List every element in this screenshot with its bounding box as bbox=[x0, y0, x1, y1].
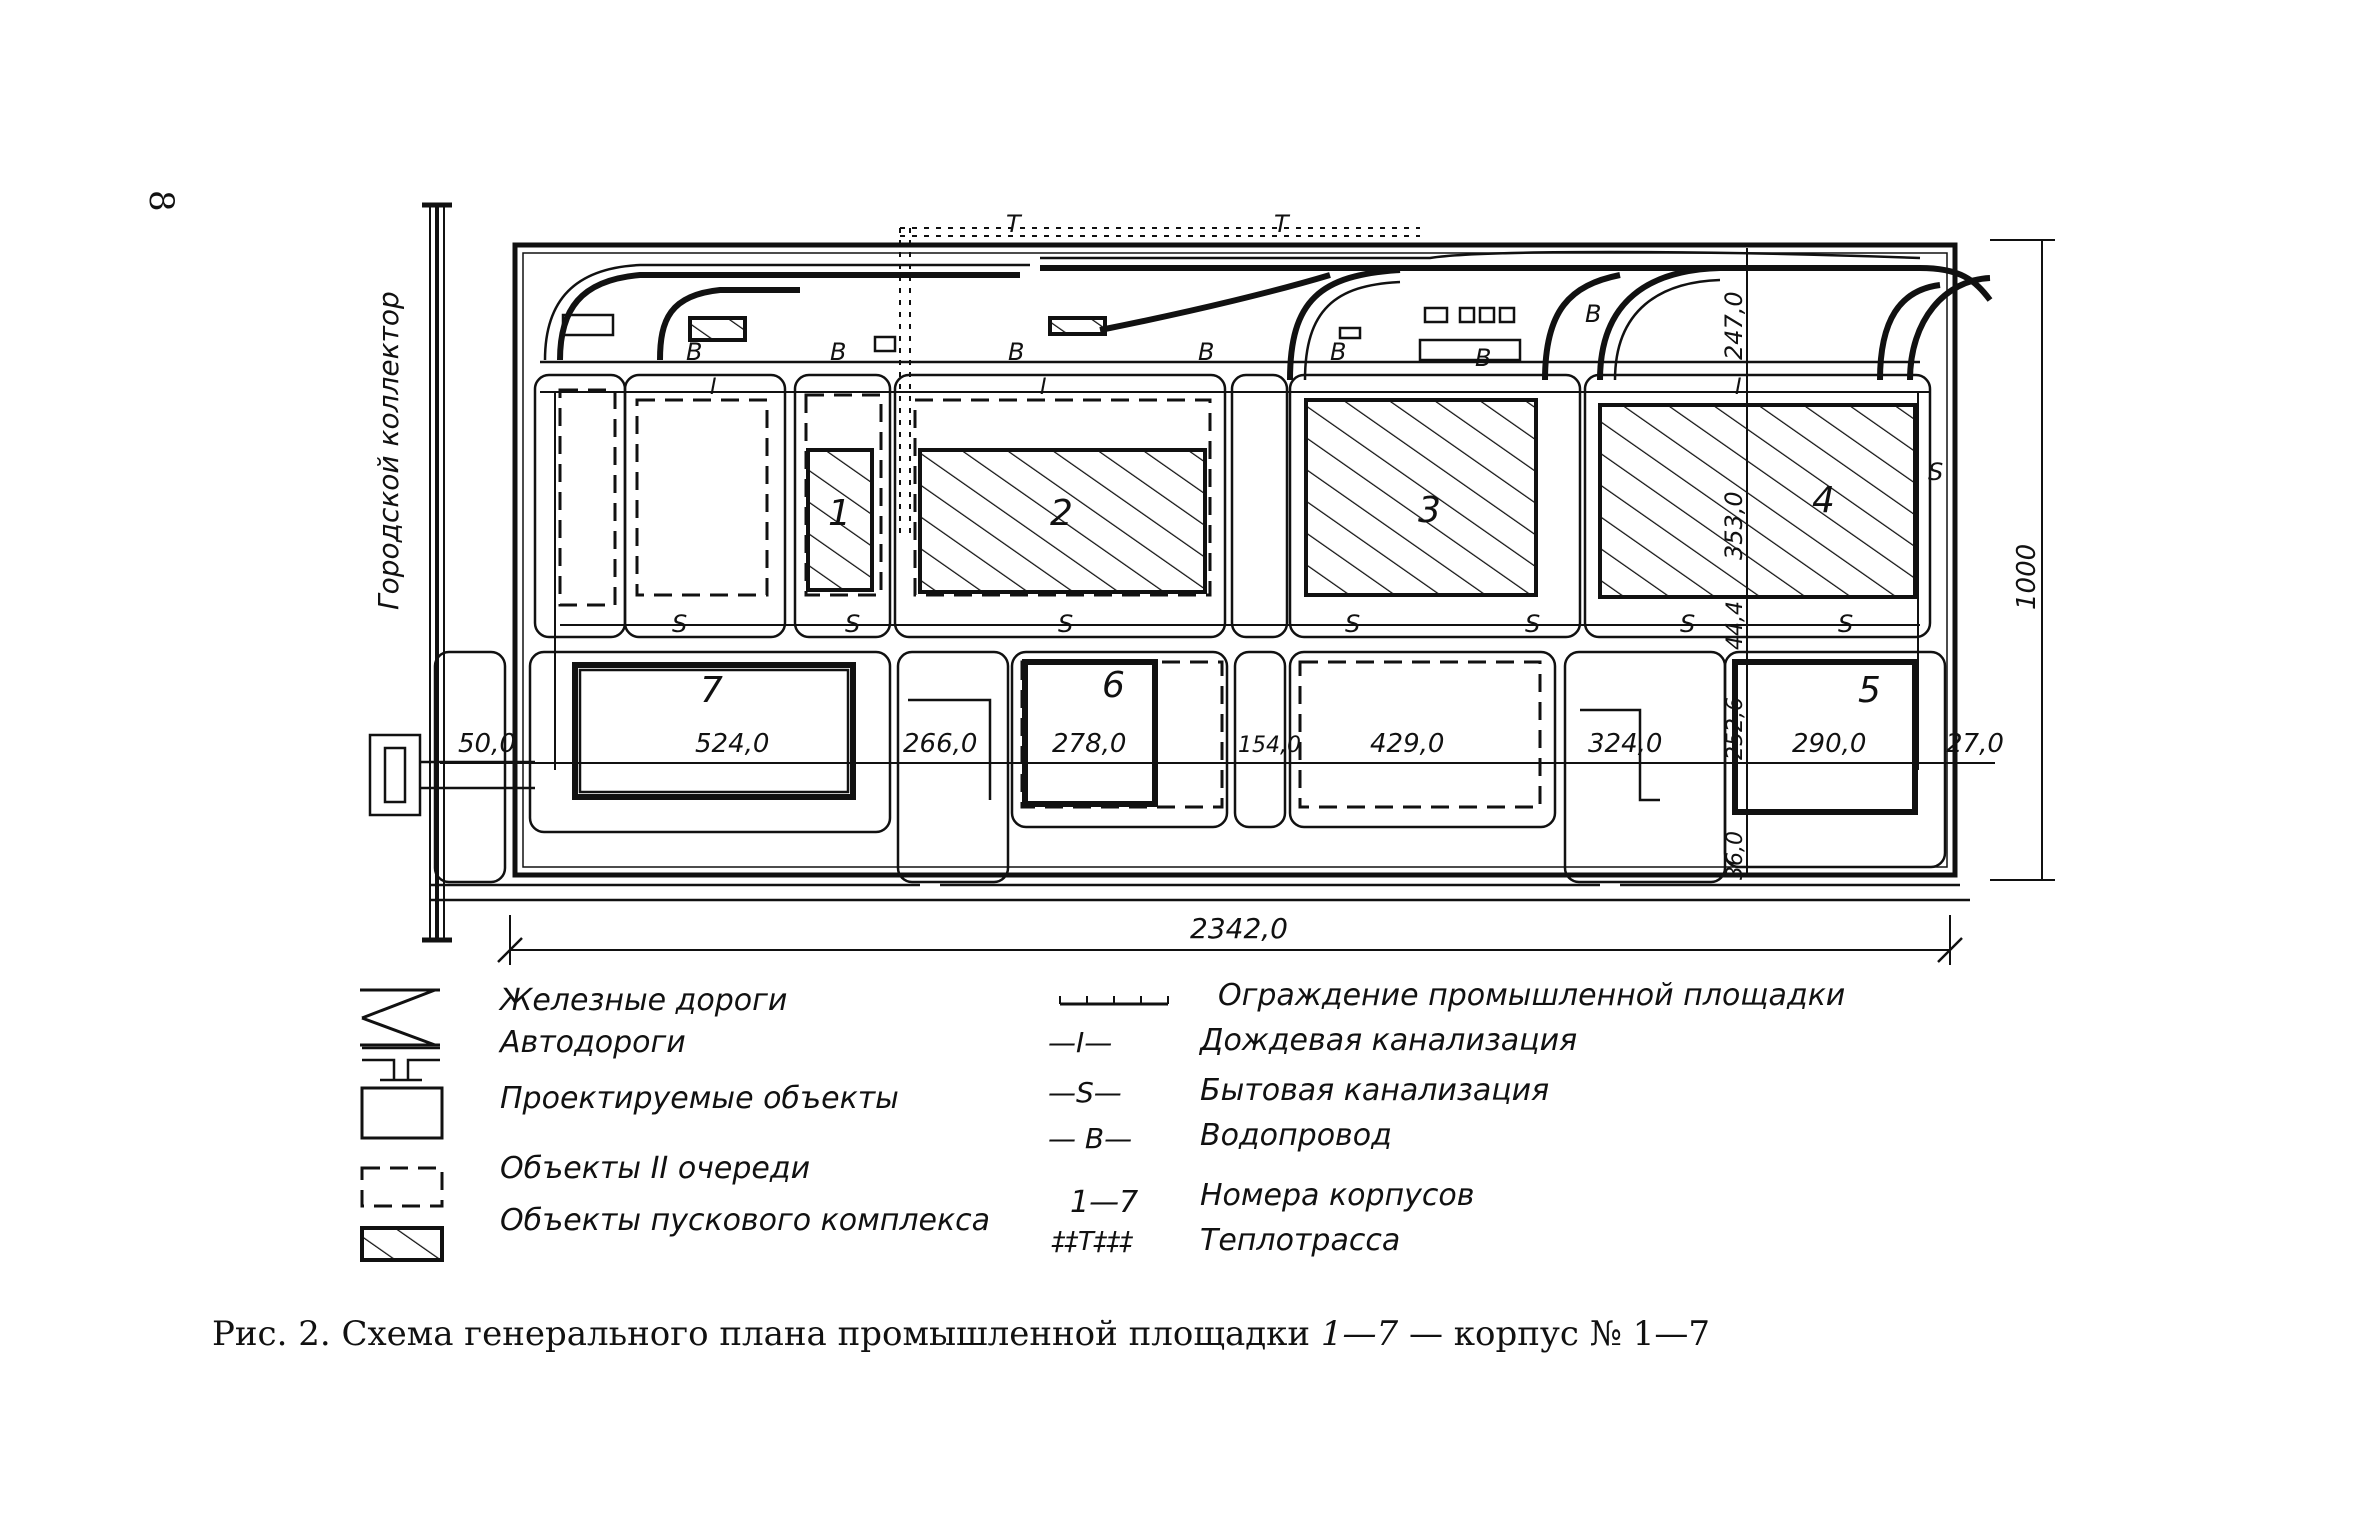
water-label-3: В bbox=[1008, 338, 1024, 366]
upper-block-roads bbox=[533, 373, 1932, 639]
heat-label-2: T bbox=[1274, 210, 1291, 238]
roads-symbol bbox=[362, 1046, 440, 1082]
stage2-symbol bbox=[360, 1166, 444, 1208]
fence-symbol bbox=[1059, 996, 1169, 1006]
site-fence bbox=[512, 242, 1958, 878]
legend-left-symbols bbox=[360, 988, 444, 1262]
startup-symbol bbox=[360, 1226, 444, 1262]
service-structures bbox=[561, 306, 1522, 362]
building-3-shape bbox=[1304, 398, 1538, 597]
dim-upper-row: 353,0 bbox=[1720, 491, 1748, 560]
dim-bottom-strip: 36,0 bbox=[1723, 831, 1748, 880]
storm-label-3: I bbox=[1735, 375, 1742, 400]
legend-railways-label: Железные дороги bbox=[498, 983, 787, 1018]
dim-total-height: 1000 bbox=[2012, 544, 2042, 610]
city-collector bbox=[422, 202, 452, 943]
dim-left-margin: 50,0 bbox=[458, 729, 516, 759]
building-4-number: 4 bbox=[1812, 480, 1835, 521]
vertical-dimension-total: 1000 bbox=[1990, 239, 2055, 881]
dim-lower-row: 252,6 bbox=[1723, 697, 1748, 760]
storm-label-1: I bbox=[710, 375, 717, 400]
sewer-label-7: S bbox=[1838, 610, 1853, 638]
dim-segment-4: 154,0 bbox=[1238, 733, 1301, 758]
page-number: 8 bbox=[141, 190, 181, 212]
water-label-6: В bbox=[1475, 344, 1491, 372]
sewer-label-5: S bbox=[1525, 610, 1540, 638]
building-1-number: 1 bbox=[828, 493, 851, 534]
vertical-dimension-inner: 247,0 353,0 44,4 252,6 36,0 bbox=[1720, 248, 1748, 880]
sewer-label-1: S bbox=[672, 610, 687, 638]
horizontal-dimension-total: 2342,0 bbox=[497, 912, 1963, 965]
legend-storm-label: Дождевая канализация bbox=[1198, 1023, 1577, 1058]
domestic-sewer: S S S S S S S S bbox=[560, 458, 1943, 638]
designed-symbol bbox=[360, 1086, 444, 1140]
sewer-label-2: S bbox=[845, 610, 860, 638]
water-label-1: В bbox=[686, 338, 702, 366]
water-label-5: В bbox=[1330, 338, 1346, 366]
dim-segment-2: 266,0 bbox=[903, 729, 977, 759]
heat-legend-symbol: ‡‡T‡‡‡ bbox=[1051, 1227, 1134, 1257]
outer-road bbox=[430, 883, 1970, 902]
legend-roads-label: Автодороги bbox=[498, 1025, 686, 1060]
dim-top-strip: 247,0 bbox=[1720, 291, 1748, 360]
legend-right-labels: Ограждение промышленной площадки Дождева… bbox=[1198, 978, 1845, 1258]
building-3-number: 3 bbox=[1418, 490, 1441, 531]
heat-pipeline: T T bbox=[899, 210, 1420, 540]
figure-caption: Рис. 2. Схема генерального плана промышл… bbox=[212, 1314, 1710, 1354]
storm-legend-symbol: —I— bbox=[1048, 1026, 1112, 1059]
legend-stage2-label: Объекты II очереди bbox=[500, 1151, 810, 1186]
caption-range: 1—7 bbox=[1321, 1314, 1399, 1354]
railways-symbol bbox=[360, 988, 440, 1047]
water-legend-symbol: — В— bbox=[1048, 1122, 1132, 1155]
building-7-shape bbox=[572, 662, 856, 800]
legend-fence-label: Ограждение промышленной площадки bbox=[1218, 978, 1845, 1013]
dim-segment-3: 278,0 bbox=[1052, 729, 1126, 759]
sewer-legend-symbol: —S— bbox=[1048, 1076, 1122, 1109]
numbers-legend-symbol: 1—7 bbox=[1070, 1185, 1138, 1220]
building-2-shape bbox=[918, 448, 1207, 594]
building-6-shape bbox=[1022, 659, 1158, 807]
dim-segment-7: 290,0 bbox=[1792, 729, 1866, 759]
railway-lines bbox=[543, 250, 1993, 381]
legend-sewer-label: Бытовая канализация bbox=[1200, 1073, 1549, 1108]
storm-label-2: I bbox=[1040, 375, 1047, 400]
dim-segment-6: 324,0 bbox=[1588, 729, 1662, 759]
building-7-number: 7 bbox=[700, 670, 723, 711]
dim-gap-row: 44,4 bbox=[1723, 601, 1748, 650]
sewer-label-8: S bbox=[1928, 458, 1943, 486]
lower-buildings bbox=[572, 659, 1918, 815]
water-main: В В В В В В В bbox=[540, 300, 1920, 372]
legend-heat-label: Теплотрасса bbox=[1200, 1223, 1400, 1258]
collector-label: Городской коллектор bbox=[372, 291, 405, 610]
building-5-number: 5 bbox=[1858, 670, 1881, 711]
upper-buildings bbox=[558, 388, 1917, 607]
sewer-label-4: S bbox=[1345, 610, 1360, 638]
caption-suffix: — корпус № 1—7 bbox=[1398, 1314, 1710, 1354]
caption-prefix: Рис. 2. Схема генерального плана промышл… bbox=[212, 1314, 1321, 1354]
building-2-number: 2 bbox=[1050, 493, 1073, 534]
dim-segment-1: 524,0 bbox=[695, 729, 769, 759]
sewer-label-6: S bbox=[1680, 610, 1695, 638]
dim-segment-5: 429,0 bbox=[1370, 729, 1444, 759]
legend-designed-label: Проектируемые объекты bbox=[500, 1081, 899, 1116]
legend-numbers-label: Номера корпусов bbox=[1200, 1178, 1474, 1213]
dim-total-width: 2342,0 bbox=[1190, 912, 1288, 945]
legend-water-label: Водопровод bbox=[1200, 1118, 1392, 1153]
water-label-4: В bbox=[1198, 338, 1214, 366]
building-4-shape bbox=[1598, 403, 1917, 599]
building-1-shape bbox=[806, 448, 874, 592]
legend-startup-label: Объекты пускового комплекса bbox=[500, 1203, 990, 1238]
lower-block-roads bbox=[433, 650, 1947, 884]
sewer-label-3: S bbox=[1058, 610, 1073, 638]
legend-left-labels: Железные дороги Автодороги Проектируемые… bbox=[498, 983, 990, 1238]
building-6-number: 6 bbox=[1102, 665, 1125, 706]
dim-right-margin: 27,0 bbox=[1946, 729, 2004, 759]
water-label-2: В bbox=[830, 338, 846, 366]
legend-right-symbols: —I— —S— — В— 1—7 ‡‡T‡‡‡ bbox=[1048, 996, 1169, 1257]
segment-dimension-line: 50,0 524,0 266,0 278,0 154,0 429,0 324,0… bbox=[440, 729, 2004, 764]
water-label-7: В bbox=[1585, 300, 1601, 328]
heat-label-1: T bbox=[1006, 210, 1023, 238]
building-5-shape bbox=[1732, 659, 1918, 815]
